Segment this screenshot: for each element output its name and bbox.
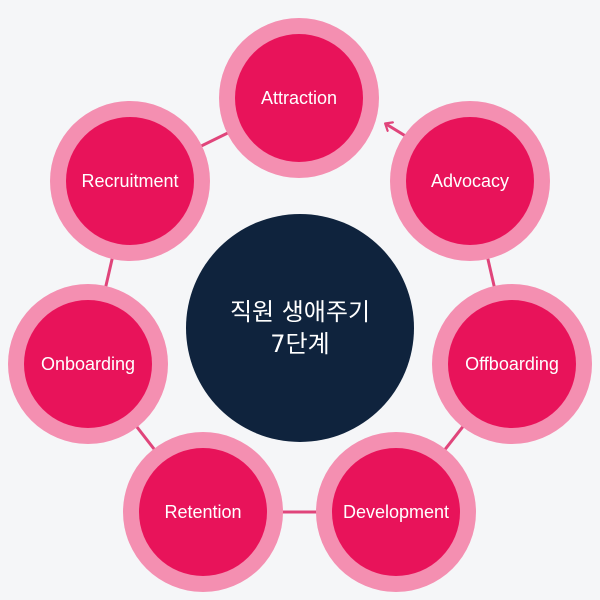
stage-advocacy[interactable]: Advocacy <box>390 101 550 261</box>
center-title-circle: 직원 생애주기 7단계 <box>186 214 414 442</box>
stage-attraction-label: Attraction <box>235 34 363 162</box>
stage-retention-label: Retention <box>139 448 267 576</box>
center-title-line1: 직원 생애주기 <box>229 297 371 326</box>
stage-recruitment[interactable]: Recruitment <box>50 101 210 261</box>
center-title-line2: 7단계 <box>270 330 330 358</box>
stage-retention[interactable]: Retention <box>123 432 283 592</box>
stage-advocacy-label: Advocacy <box>406 117 534 245</box>
stage-onboarding-label: Onboarding <box>24 300 152 428</box>
stage-recruitment-label: Recruitment <box>66 117 194 245</box>
stage-development-label: Development <box>332 448 460 576</box>
stage-attraction[interactable]: Attraction <box>219 18 379 178</box>
stage-offboarding-label: Offboarding <box>448 300 576 428</box>
stage-onboarding[interactable]: Onboarding <box>8 284 168 444</box>
stage-development[interactable]: Development <box>316 432 476 592</box>
stage-offboarding[interactable]: Offboarding <box>432 284 592 444</box>
